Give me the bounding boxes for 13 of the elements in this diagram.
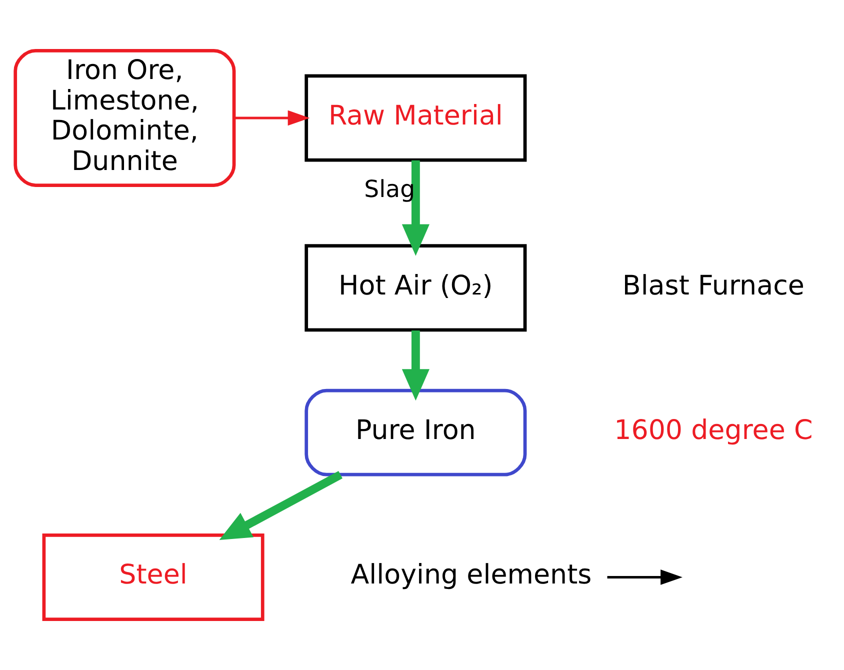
node-box: Pure Iron — [304, 388, 527, 476]
node-box: Hot Air (O₂) — [304, 244, 527, 332]
label: 1600 degree C — [614, 414, 813, 446]
node-box: Iron Ore, Limestone, Dolominte, Dunnite — [14, 49, 236, 187]
arrow — [402, 160, 430, 256]
arrow — [219, 471, 342, 540]
arrow — [402, 330, 430, 401]
node-box: Raw Material — [304, 74, 527, 162]
node-box: Steel — [42, 533, 264, 621]
node-text: Alloying elements — [350, 560, 592, 591]
arrow — [607, 570, 682, 585]
arrow — [234, 110, 310, 126]
label: Blast Furnace — [622, 270, 804, 302]
